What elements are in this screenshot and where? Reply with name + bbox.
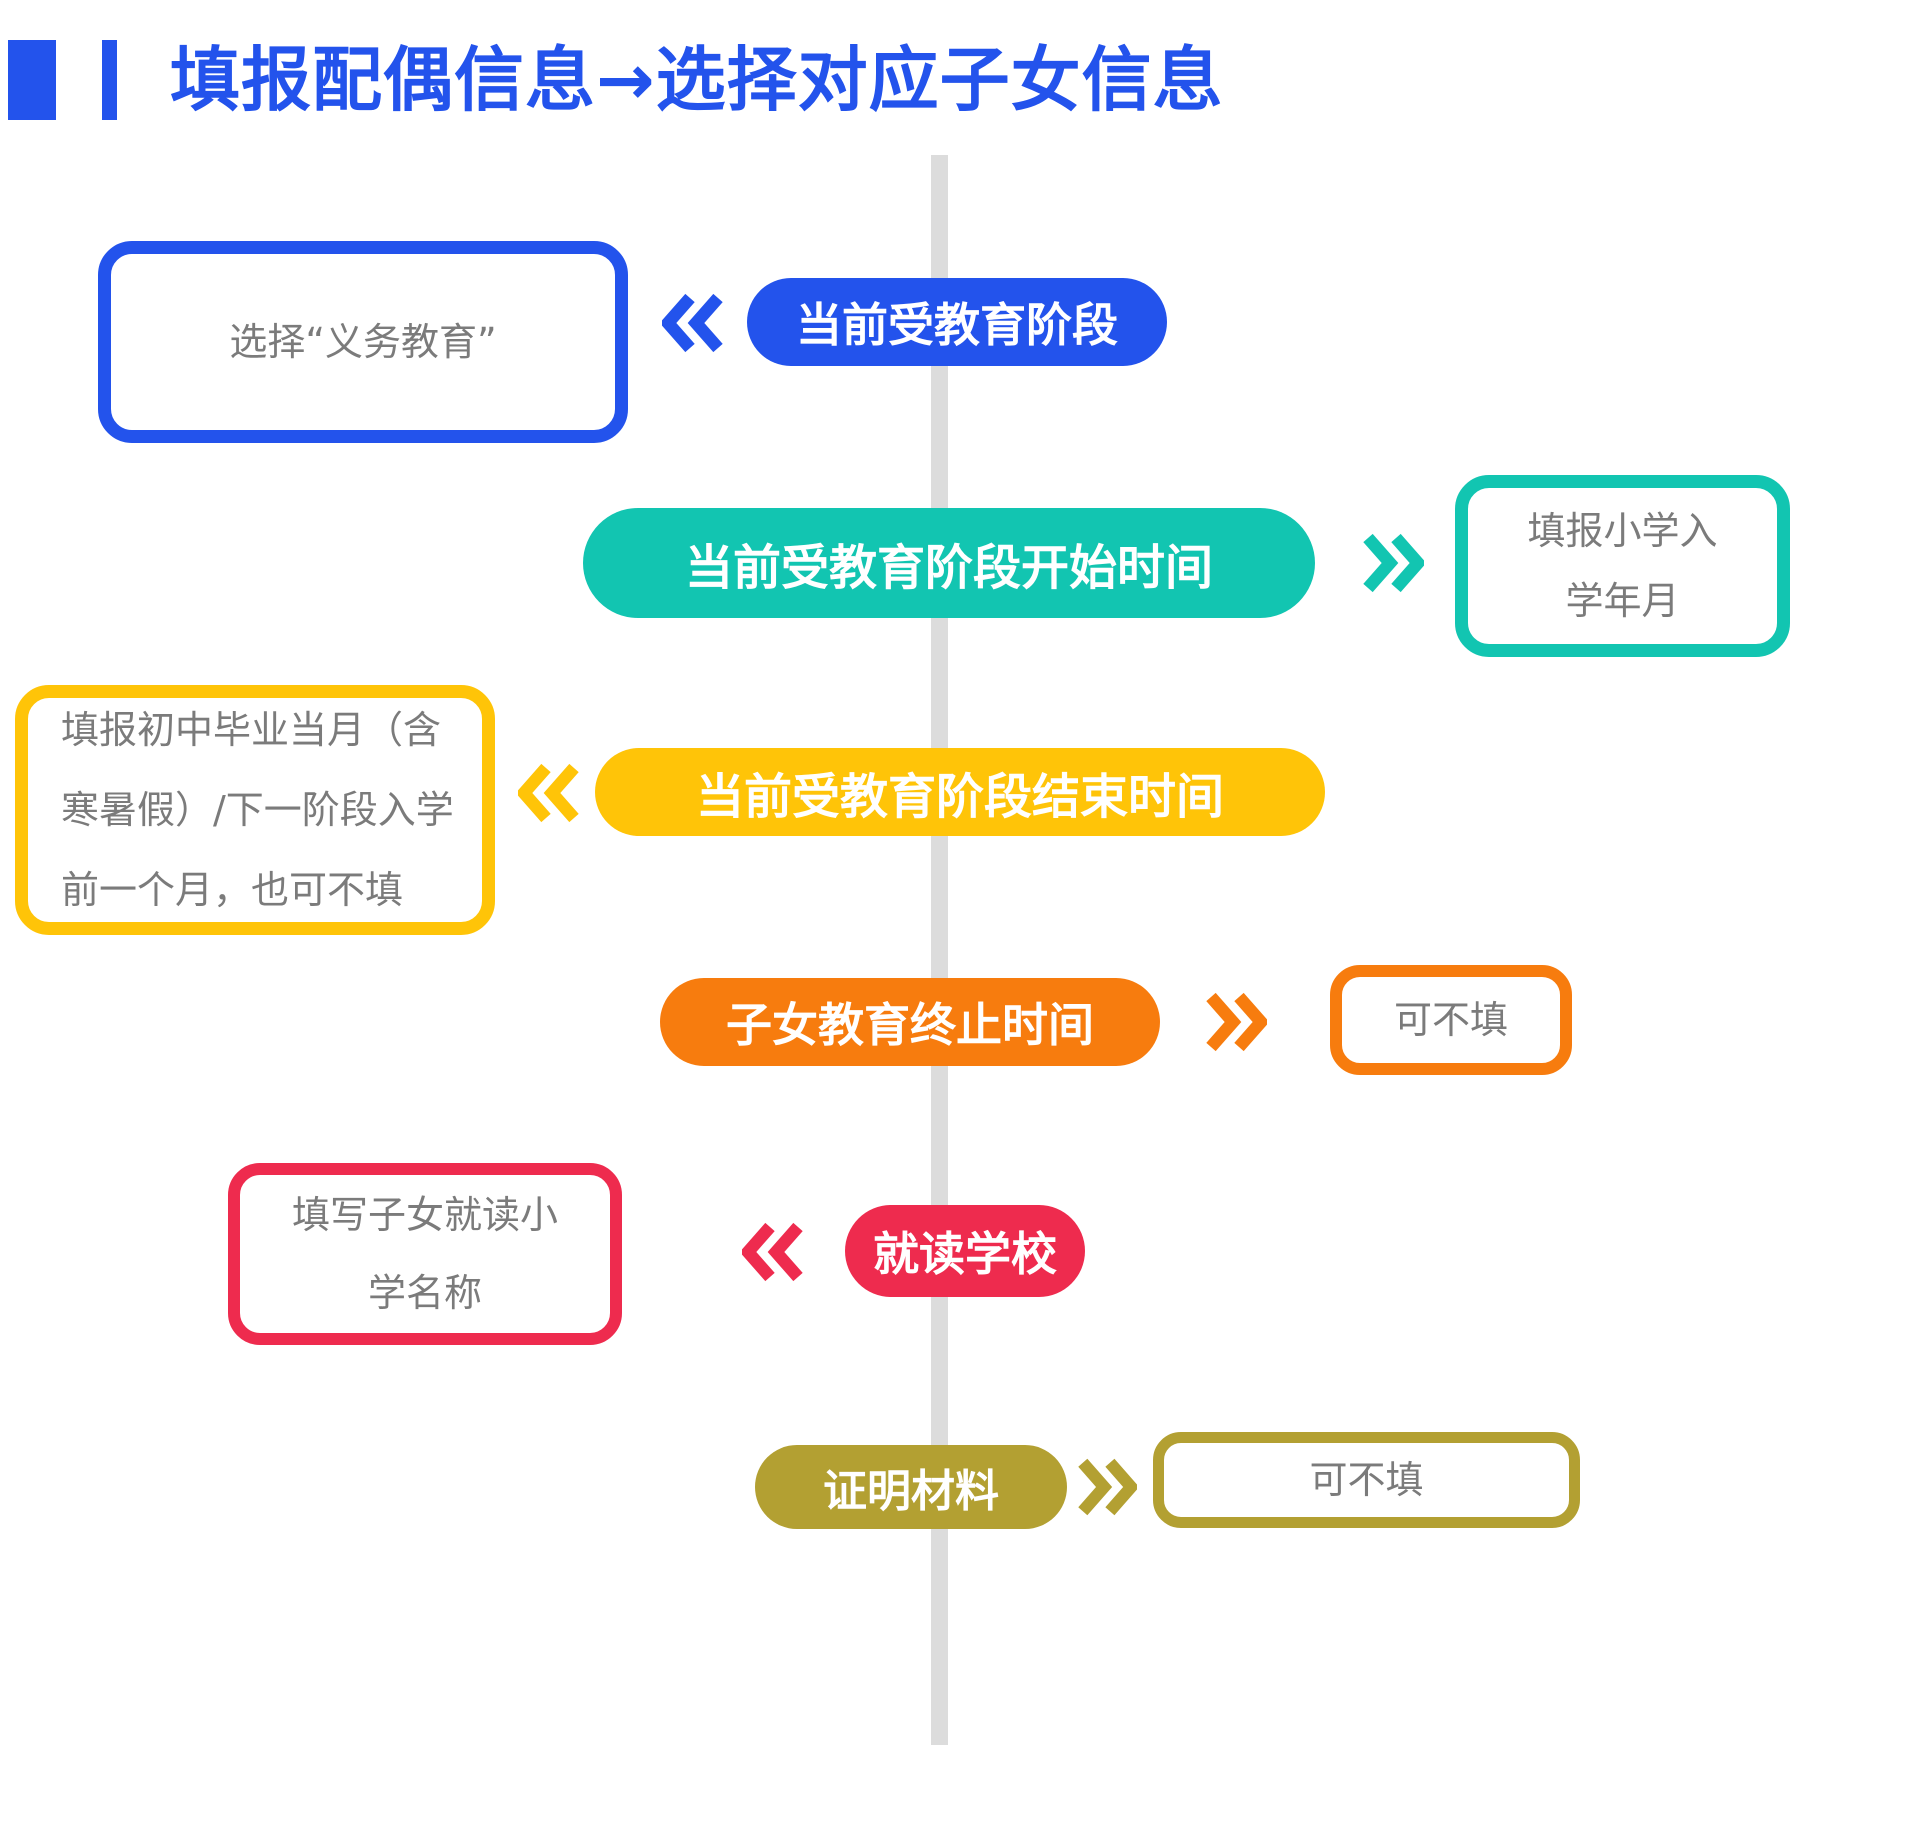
title-accent-bar bbox=[102, 40, 117, 120]
note-text: 选择“义务教育” bbox=[229, 320, 497, 364]
note-text: 填写子女就读小 bbox=[291, 1193, 558, 1237]
double-chevron-right-icon bbox=[1078, 1458, 1137, 1516]
pill-current-education-stage: 当前受教育阶段 bbox=[747, 278, 1167, 366]
title-accent-square bbox=[8, 40, 56, 120]
pill-attending-school: 就读学校 bbox=[845, 1205, 1085, 1297]
note-text: 寒暑假）/下一阶段入学 bbox=[61, 788, 454, 832]
note-text: 填报小学入 bbox=[1527, 509, 1718, 553]
page-title: 填报配偶信息→选择对应子女信息 bbox=[170, 39, 1224, 121]
double-chevron-left-icon bbox=[518, 763, 579, 823]
note-text: 可不填 bbox=[1393, 998, 1508, 1042]
note-text: 前一个月，也可不填 bbox=[61, 868, 404, 912]
note-box-stage-start-time: 填报小学入 学年月 bbox=[1455, 475, 1790, 657]
note-text: 填报初中毕业当月（含 bbox=[61, 708, 442, 752]
double-chevron-right-icon bbox=[1363, 533, 1424, 593]
note-text: 学年月 bbox=[1565, 579, 1680, 623]
note-box-current-education-stage: 选择“义务教育” bbox=[98, 241, 628, 443]
pill-stage-start-time: 当前受教育阶段开始时间 bbox=[583, 508, 1315, 618]
note-text: 学名称 bbox=[367, 1271, 482, 1315]
note-box-attending-school: 填写子女就读小 学名称 bbox=[228, 1163, 622, 1345]
note-box-proof-materials: 可不填 bbox=[1153, 1432, 1580, 1528]
pill-stage-end-time: 当前受教育阶段结束时间 bbox=[595, 748, 1325, 836]
pill-education-termination-time: 子女教育终止时间 bbox=[660, 978, 1160, 1066]
note-box-stage-end-time: 填报初中毕业当月（含 寒暑假）/下一阶段入学 前一个月，也可不填 bbox=[15, 685, 495, 935]
note-text: 可不填 bbox=[1309, 1458, 1424, 1502]
pill-proof-materials: 证明材料 bbox=[755, 1445, 1067, 1529]
double-chevron-left-icon bbox=[662, 293, 723, 353]
double-chevron-right-icon bbox=[1206, 992, 1267, 1052]
double-chevron-left-icon bbox=[742, 1222, 803, 1282]
note-box-education-termination-time: 可不填 bbox=[1330, 965, 1572, 1075]
